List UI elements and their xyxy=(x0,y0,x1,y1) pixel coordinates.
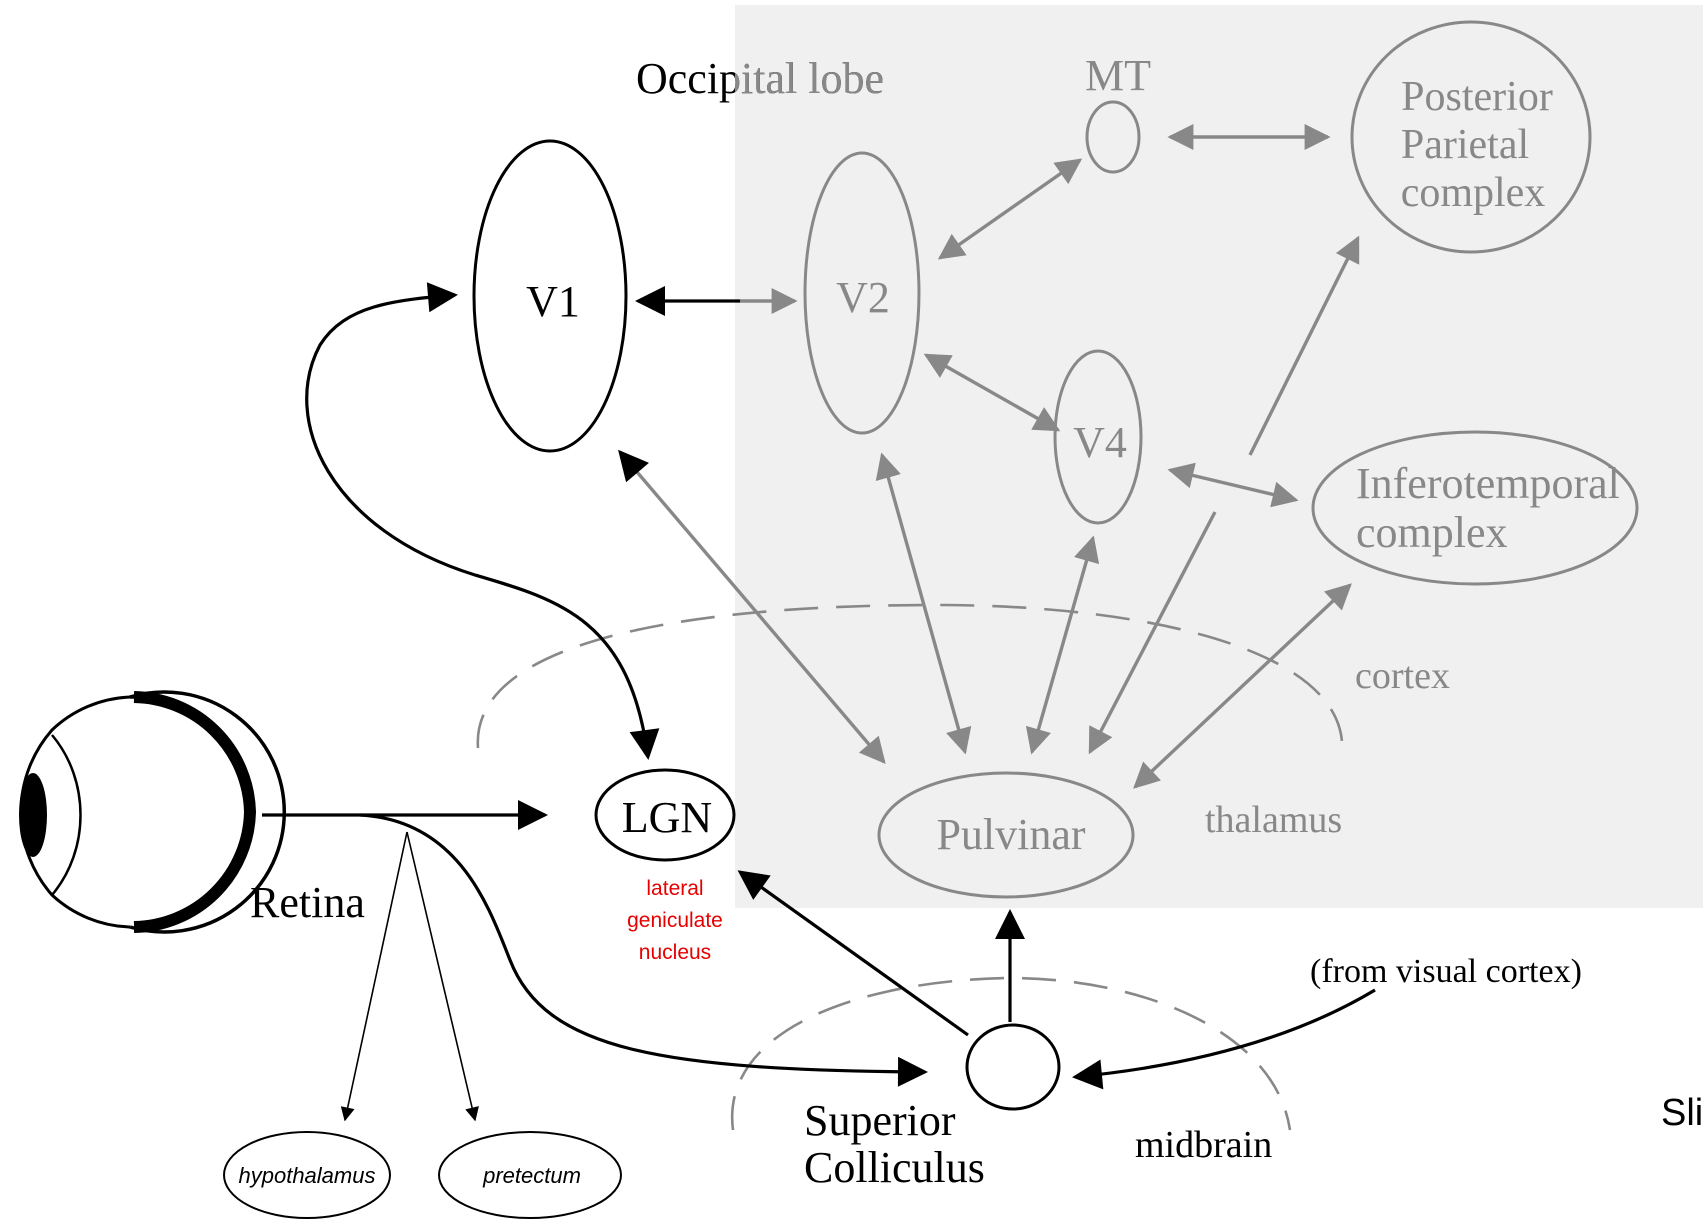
retina-label: Retina xyxy=(250,878,365,927)
occipital-lobe-label-grey: Occipital lobe xyxy=(636,54,884,103)
v2-label: V2 xyxy=(836,273,890,322)
arrow-v4-inferotemporal xyxy=(1167,462,1299,508)
arrow-retina-colliculus xyxy=(359,813,928,1087)
arrow-v2-v4 xyxy=(923,353,1061,432)
mt-area xyxy=(1085,100,1141,174)
arrow-v2-mt xyxy=(937,158,1083,260)
posterior-parietal-label-3: complex xyxy=(1401,170,1546,216)
arrow-pulvinar-parietal xyxy=(1248,235,1360,456)
arrow-retina-hypothalamus xyxy=(340,831,408,1122)
arrow-v1-pulvinar xyxy=(618,449,886,764)
inferotemporal-label-2: complex xyxy=(1356,508,1508,557)
pulvinar-label: Pulvinar xyxy=(936,810,1085,859)
cropped-slide-text: Sli xyxy=(1661,1092,1703,1134)
midbrain-boundary xyxy=(730,976,1292,1131)
cortex-label: cortex xyxy=(1355,655,1450,697)
pretectum-label: pretectum xyxy=(482,1163,581,1188)
pretectum-node xyxy=(438,1131,622,1219)
arrow-colliculus-lgn xyxy=(737,870,969,1037)
mt-label: MT xyxy=(1085,51,1151,100)
v4-area xyxy=(1053,349,1143,525)
occipital-lobe-label-black: Occipital lobe xyxy=(636,54,884,103)
v4-label: V4 xyxy=(1073,418,1127,467)
lgn-nucleus xyxy=(594,768,736,862)
v1-label: V1 xyxy=(526,277,580,326)
arrow-v4-pulvinar xyxy=(1025,535,1100,755)
midbrain-label: midbrain xyxy=(1135,1124,1272,1166)
thalamus-label: thalamus xyxy=(1205,799,1342,841)
eye-icon xyxy=(19,690,286,934)
from-visual-cortex-label: (from visual cortex) xyxy=(1310,953,1582,990)
lgn-caption-2: geniculate xyxy=(627,909,723,932)
inferotemporal-area xyxy=(1311,430,1639,586)
hypothalamus-node xyxy=(223,1131,391,1219)
lgn-label: LGN xyxy=(622,793,712,842)
arrow-v2-pulvinar xyxy=(875,452,972,755)
posterior-parietal-area xyxy=(1350,20,1592,254)
arrow-lgn-v1-loop xyxy=(305,282,660,760)
arrow-retina-pretectum xyxy=(406,831,479,1122)
superior-colliculus-nucleus xyxy=(965,1023,1061,1111)
lgn-caption-1: lateral xyxy=(646,877,703,900)
highlight-panel xyxy=(735,5,1703,908)
inferotemporal-label-1: Inferotemporal xyxy=(1356,459,1620,508)
hypothalamus-label: hypothalamus xyxy=(239,1163,376,1188)
superior-colliculus-label-2: Colliculus xyxy=(804,1143,985,1192)
pulvinar-area xyxy=(877,771,1135,899)
arrow-cortex-colliculus xyxy=(1072,988,1376,1090)
lgn-caption-3: nucleus xyxy=(639,941,711,964)
superior-colliculus-label-1: Superior xyxy=(804,1096,956,1145)
posterior-parietal-label-2: Parietal xyxy=(1401,122,1529,168)
arrow-pulvinar-inferotemporal xyxy=(1133,583,1352,789)
v2-area xyxy=(803,151,921,435)
posterior-parietal-label-1: Posterior xyxy=(1401,74,1553,120)
